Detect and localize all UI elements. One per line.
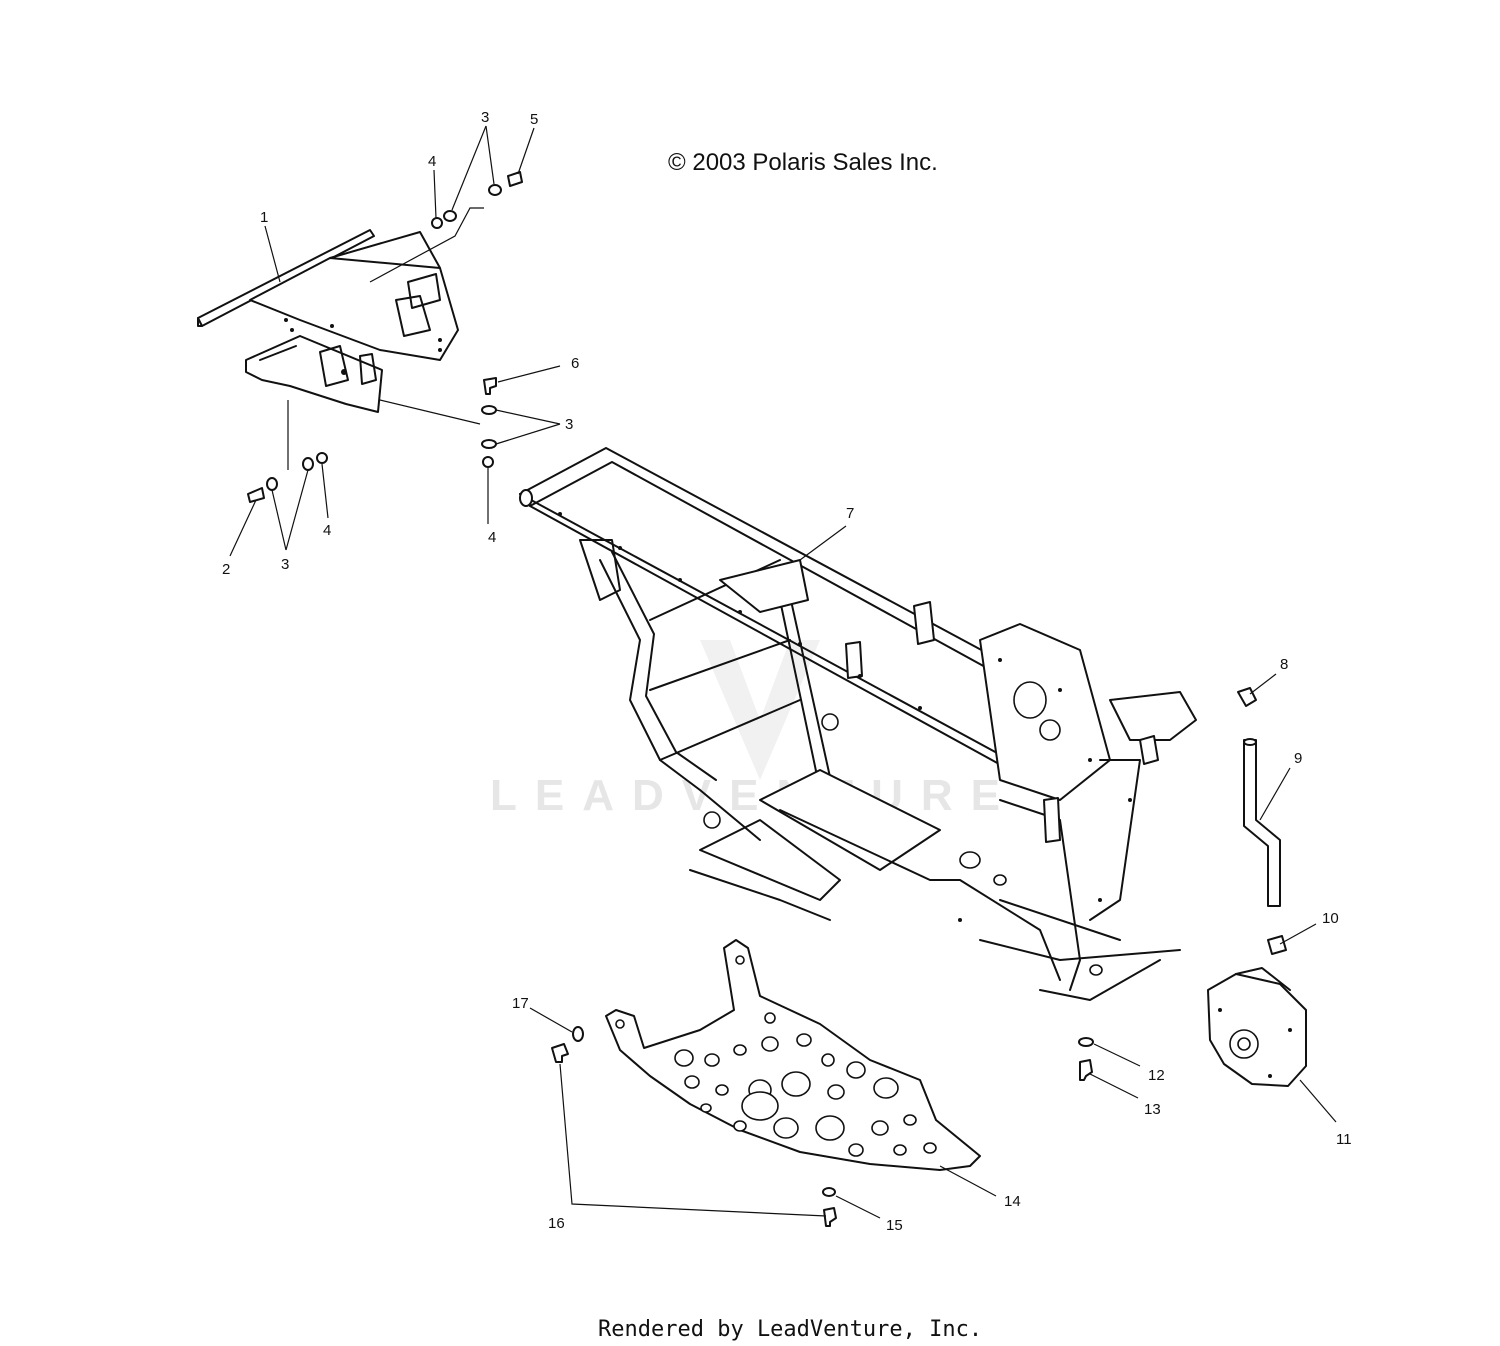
callout-3b: 3 [565, 416, 573, 433]
callout-10: 10 [1322, 910, 1339, 927]
part-13-bolt [1079, 1059, 1093, 1081]
washer-3e [266, 477, 278, 491]
nut-4b [482, 456, 494, 468]
callout-labels: 1 2 3 3 3 4 4 4 5 6 7 8 9 10 11 12 13 14… [222, 109, 1352, 1234]
nut-4c [316, 452, 328, 464]
callout-9: 9 [1294, 750, 1302, 767]
callout-3a: 3 [481, 109, 489, 126]
part-11-gearcase [1207, 967, 1307, 1087]
part-15-washer [822, 1187, 836, 1197]
nut-4a [431, 217, 443, 229]
callout-12: 12 [1148, 1067, 1165, 1084]
callout-1: 1 [260, 209, 268, 226]
callout-11: 11 [1336, 1131, 1352, 1148]
callout-4c: 4 [488, 529, 496, 546]
part-8-clip [1237, 687, 1257, 707]
part-16-bolt-top [551, 1043, 569, 1063]
callout-4a: 4 [428, 153, 436, 170]
callout-6: 6 [571, 355, 579, 372]
hardware-top [431, 171, 523, 229]
callout-4b: 4 [323, 522, 331, 539]
washer-3a [443, 210, 457, 222]
part-14-skid-plate [605, 939, 981, 1171]
callout-15: 15 [886, 1217, 903, 1234]
callout-7: 7 [846, 505, 854, 522]
washer-3f [302, 457, 314, 471]
callout-13: 13 [1144, 1101, 1161, 1118]
part-7-main-frame [519, 447, 1197, 1001]
part-16-bolt-bottom [823, 1207, 837, 1227]
washer-3b [488, 184, 502, 196]
bolt-6 [483, 377, 497, 395]
washer-3c [481, 405, 497, 415]
bolt-5 [507, 171, 523, 187]
part-1-front-bracket [197, 229, 459, 413]
callout-14: 14 [1004, 1193, 1021, 1210]
part-10-plug [1267, 935, 1287, 955]
bolt-2 [247, 487, 265, 503]
callout-16: 16 [548, 1215, 565, 1232]
watermark-logo [700, 640, 820, 780]
part-9-hose [1243, 738, 1281, 907]
part-12-washer [1078, 1037, 1094, 1047]
part-17-washer [572, 1026, 584, 1042]
copyright-text: © 2003 Polaris Sales Inc. [668, 149, 938, 176]
callout-17: 17 [512, 995, 529, 1012]
callout-5: 5 [530, 111, 538, 128]
washer-3d [481, 439, 497, 449]
callout-8: 8 [1280, 656, 1288, 673]
callout-2: 2 [222, 561, 230, 578]
watermark-text: LEADVENTURE [490, 771, 1018, 820]
callout-3c: 3 [281, 556, 289, 573]
footer-credit: Rendered by LeadVenture, Inc. [598, 1317, 982, 1342]
hardware-middle [481, 377, 497, 468]
